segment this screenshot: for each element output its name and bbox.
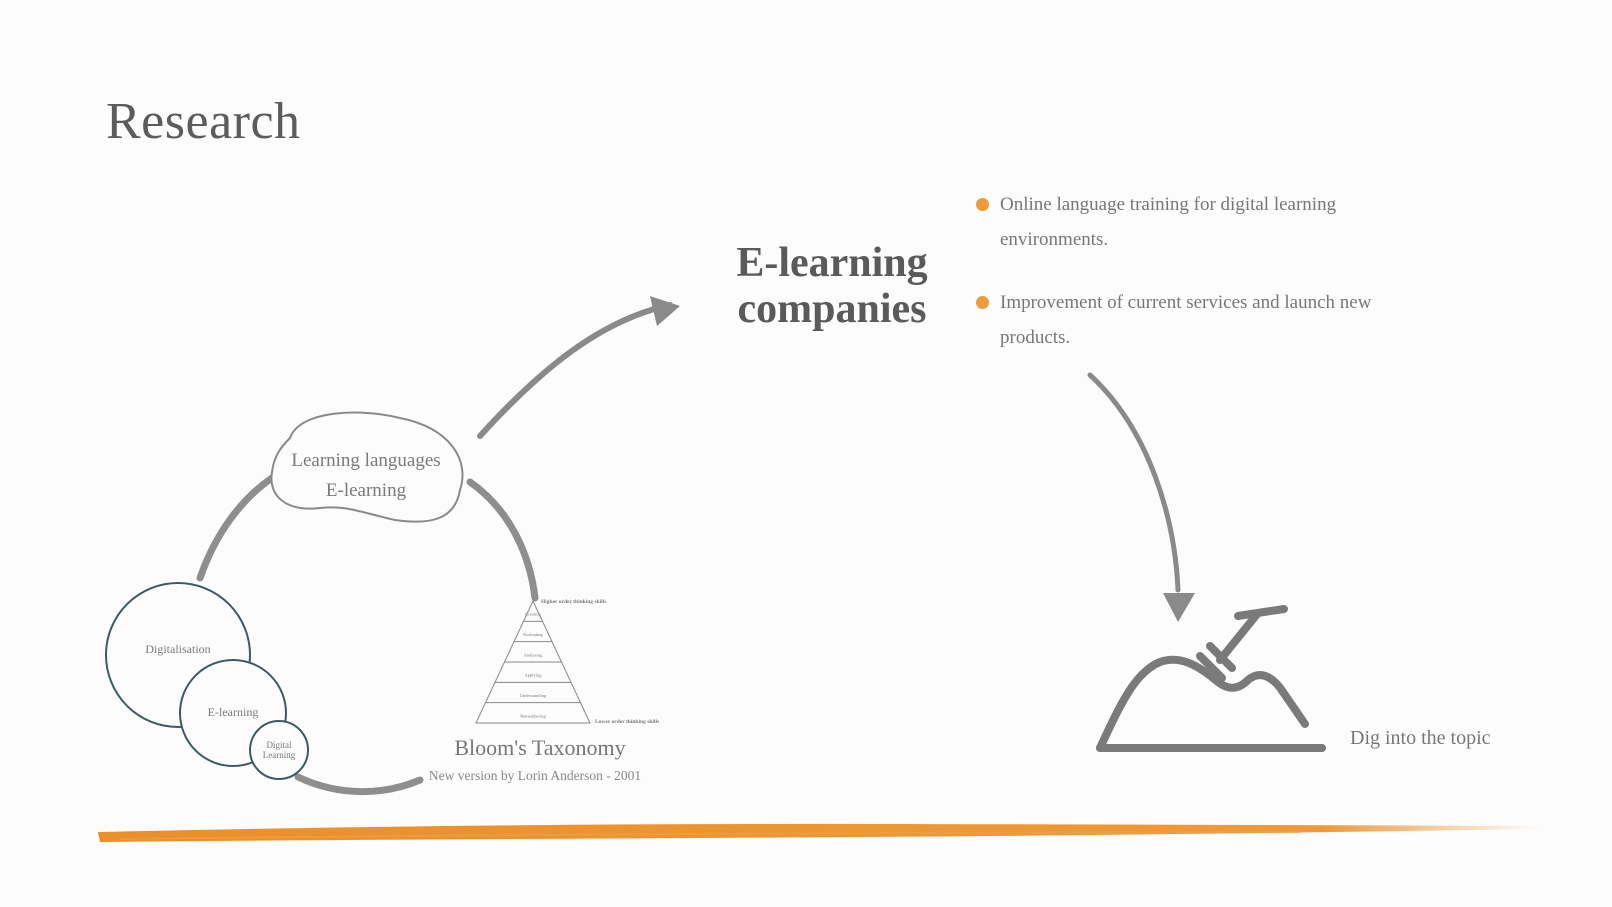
cloud-shape: Learning languages E-learning — [270, 411, 464, 523]
cloud-label-line2: E-learning — [326, 480, 407, 501]
pyramid-level-label: Analysing — [524, 652, 543, 657]
pyramid-bottom-note: Lower order thinking skills — [595, 719, 659, 725]
bullet-list: Online language training for digital lea… — [976, 187, 1380, 383]
circle-label-digital: Digital — [267, 740, 292, 750]
shovel-in-dirt-icon — [1096, 605, 1326, 752]
bullet-dot-icon — [976, 198, 989, 211]
circle-label-learning: Learning — [263, 750, 296, 760]
connector-arc — [294, 773, 424, 796]
connector-arc — [196, 474, 276, 582]
curved-arrow-icon — [477, 296, 680, 439]
circle-digital-learning — [249, 720, 309, 780]
circle-label-e-learning: E-learning — [208, 705, 259, 719]
pyramid-level-label: Creating — [525, 612, 541, 617]
circle-label-digitalisation: Digitalisation — [145, 642, 210, 656]
pyramid-level-label: Evaluating — [523, 632, 543, 637]
bullet-item: Improvement of current services and laun… — [976, 285, 1380, 355]
orange-brush-stroke — [98, 823, 1540, 842]
headline-e-learning-companies: E-learning companies — [736, 240, 928, 332]
pyramid-level-label: Applying — [524, 673, 542, 678]
bloom-taxonomy-subtitle: New version by Lorin Anderson - 2001 — [428, 768, 642, 783]
connector-arc — [466, 478, 539, 602]
dig-into-topic-label: Dig into the topic — [1350, 727, 1491, 749]
pyramid-level-label: Remembering — [520, 713, 546, 718]
pyramid-top-note: Higher order thinking skills — [541, 599, 606, 605]
bullet-dot-icon — [976, 296, 989, 309]
nested-circles: Digitalisation E-learning Digital Learni… — [105, 582, 309, 780]
slide-title: Research — [106, 93, 301, 150]
bullet-text: Improvement of current services and laun… — [1000, 292, 1372, 348]
bullet-text: Online language training for digital lea… — [1000, 194, 1337, 250]
cloud-label-line1: Learning languages — [291, 450, 440, 471]
pyramid-level-label: Understanding — [520, 693, 547, 698]
bullet-item: Online language training for digital lea… — [976, 187, 1380, 257]
bloom-pyramid: CreatingEvaluatingAnalysingApplyingUnder… — [475, 599, 659, 725]
bloom-taxonomy-title: Bloom's Taxonomy — [454, 735, 626, 760]
curved-arrow-icon — [1087, 372, 1195, 622]
pyramid-levels: CreatingEvaluatingAnalysingApplyingUnder… — [485, 612, 581, 718]
